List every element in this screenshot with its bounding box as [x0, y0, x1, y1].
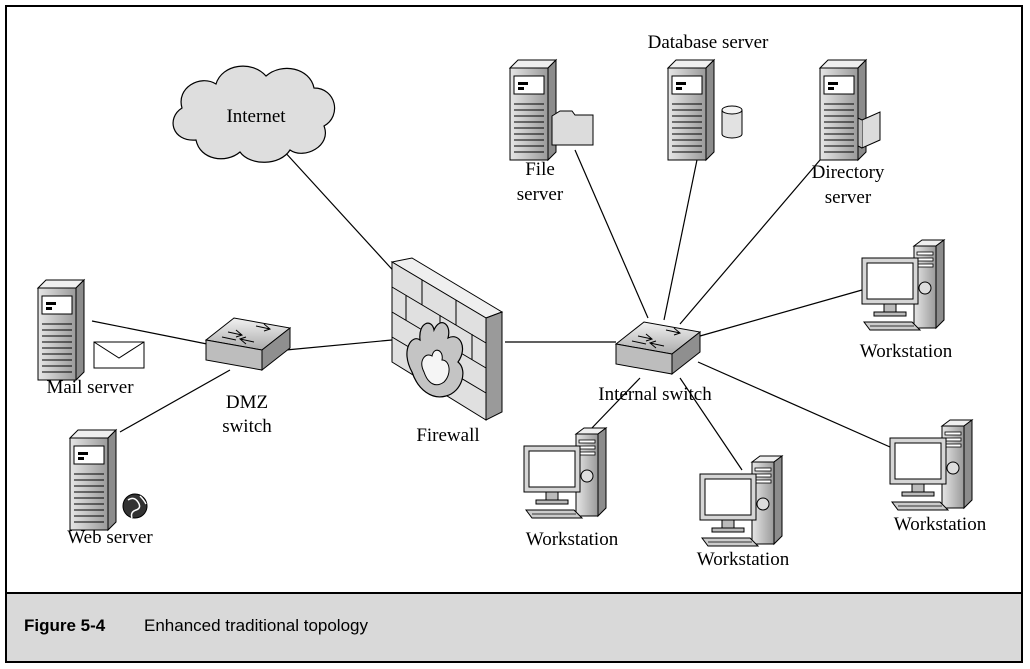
directory-server-icon [819, 59, 881, 161]
folder-icon [551, 110, 594, 146]
link-ws-center-internal [679, 377, 743, 471]
caption-bar [5, 592, 1023, 663]
envelope-icon [93, 341, 145, 369]
link-dir-internal [679, 159, 821, 325]
web-server-label: Web server [67, 527, 153, 548]
workstation-right-bottom-label: Workstation [894, 514, 987, 535]
database-server-icon [667, 59, 743, 161]
figure-caption: Enhanced traditional topology [144, 616, 368, 635]
workstation-right-top-icon [861, 239, 945, 331]
link-dmz-firewall [285, 339, 393, 351]
link-db-internal [663, 154, 699, 321]
link-internet-firewall [282, 149, 401, 279]
link-ws-left-internal [589, 377, 641, 431]
workstation-center-label: Workstation [697, 549, 790, 570]
internet-label: Internet [226, 106, 286, 127]
firewall-label: Firewall [416, 425, 479, 446]
connection-lines [91, 149, 891, 471]
web-server-icon [69, 429, 148, 531]
flame-icon [406, 322, 464, 398]
internal-switch-label: Internal switch [598, 384, 712, 405]
dmz-switch-icon [205, 317, 291, 371]
directory-server-label-2: server [825, 187, 872, 208]
mail-server-icon [37, 279, 145, 381]
workstation-right-top-label: Workstation [860, 341, 953, 362]
workstation-left-icon [523, 427, 607, 519]
database-server-label: Database server [648, 32, 769, 53]
figure-number: Figure 5-4 [24, 616, 106, 635]
link-fileserver-internal [574, 149, 649, 319]
firewall-icon [390, 257, 504, 421]
book-icon [857, 111, 881, 149]
link-ws-right2-internal [697, 361, 891, 448]
dmz-switch-label-1: DMZ [226, 392, 268, 413]
workstation-right-bottom-icon [889, 419, 973, 511]
mail-server-label: Mail server [46, 377, 134, 398]
directory-server-label-1: Directory [812, 162, 885, 183]
workstation-left-label: Workstation [526, 529, 619, 550]
link-ws-right1-internal [699, 289, 863, 337]
file-server-icon [509, 59, 594, 161]
internal-switch-icon [615, 321, 701, 375]
globe-icon [122, 493, 148, 519]
link-mail-dmz [91, 320, 213, 346]
file-server-label-2: server [517, 184, 564, 205]
dmz-switch-label-2: switch [222, 416, 272, 437]
internet-cloud-icon [172, 65, 336, 163]
database-cylinder-icon [721, 105, 743, 139]
file-server-label-1: File [525, 159, 555, 180]
caption-divider [5, 592, 1023, 594]
link-web-dmz [119, 369, 231, 433]
